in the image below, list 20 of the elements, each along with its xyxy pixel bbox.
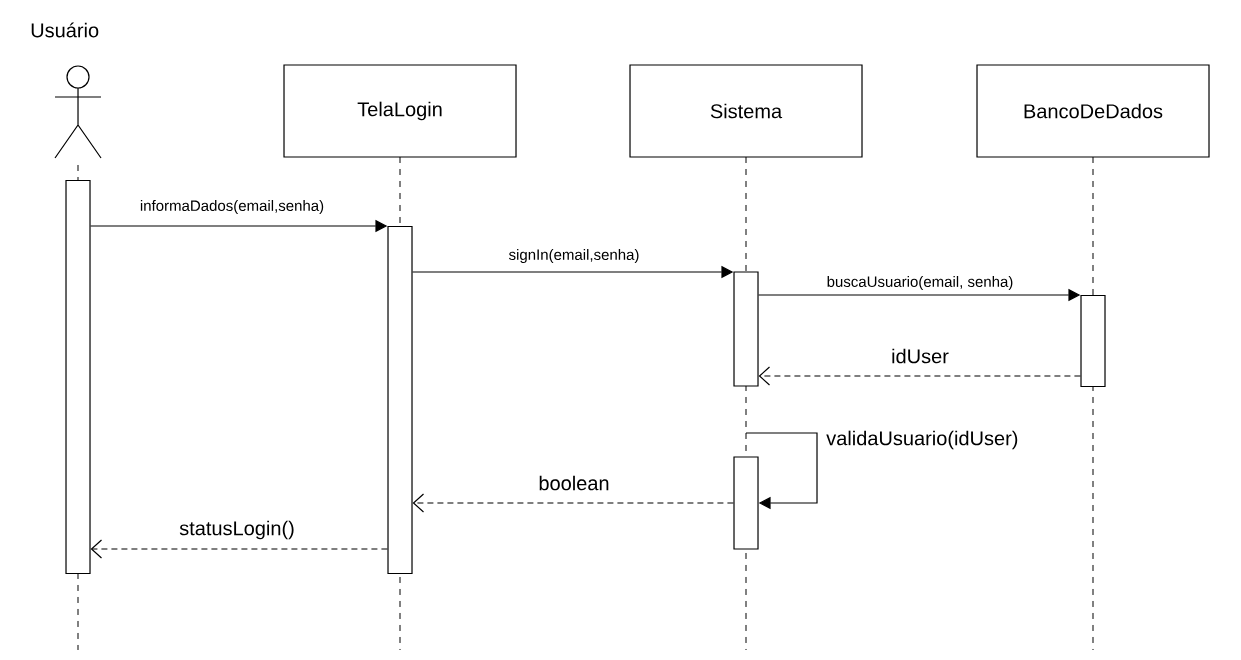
activation-bar (733, 456, 759, 550)
edge-label: validaUsuario(idUser) (826, 430, 1018, 450)
message-arrow (90, 539, 388, 559)
message-arrow (745, 432, 818, 510)
activation-bar (387, 225, 413, 575)
edge-label: statusLogin() (179, 520, 294, 540)
message-arrow (412, 493, 734, 513)
edge-label: signIn(email,senha) (509, 249, 639, 263)
edge-label: informaDados(email,senha) (140, 200, 324, 214)
lifeline-head: Sistema (629, 64, 863, 158)
edge-label: buscaUsuario(email, senha) (827, 276, 1013, 290)
message-arrow (758, 366, 1081, 386)
activation-bar (65, 179, 91, 575)
edge-label: boolean (539, 475, 609, 491)
lifeline-head: BancoDeDados (976, 64, 1210, 158)
lifeline-head: TelaLogin (283, 64, 517, 158)
edge-label: idUser (892, 348, 949, 364)
activation-bar (1080, 294, 1106, 388)
activation-bar (733, 271, 759, 387)
actor-name: Usuário (31, 22, 99, 38)
